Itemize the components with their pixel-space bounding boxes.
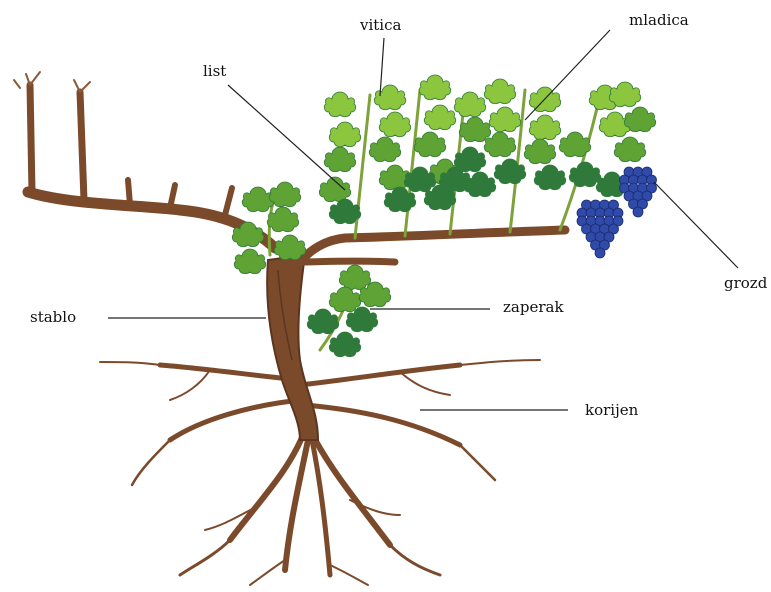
root-strand [250,560,285,585]
leaf-icon [329,122,360,147]
leaf-icon [329,199,360,224]
leaf-icon [419,75,450,100]
leaf-icon [269,182,300,207]
leaf-icon [324,92,355,117]
root-strand [170,400,302,440]
root-strand [100,362,160,365]
leaf-icon [339,265,370,290]
old-canes [14,72,275,248]
label-zaperak: zaperak [503,298,564,316]
root-strand [400,372,450,395]
trunk [267,255,318,440]
leaf-icon [529,115,560,140]
root-strand [460,445,495,480]
leaf-icon [534,165,565,190]
root-strand [330,565,368,585]
leaf-icon [524,139,555,164]
grape-cluster-icon [620,167,657,217]
leaf-icon [242,187,273,212]
root-strand [132,440,170,485]
grape-berry [633,207,643,217]
root-strand [390,545,440,575]
root-strand [305,405,460,445]
leaf-icon [484,79,515,104]
leaf-icon [609,82,640,107]
leaf-icon [489,107,520,132]
label-mladica: mladica [629,11,689,29]
leaf-icon [307,309,338,334]
leaf-icon [329,287,360,312]
leaf-icon [374,85,405,110]
leaf-icon [569,162,600,187]
label-korijen: korijen [585,401,639,419]
root-system [100,360,540,585]
root-strand [460,360,540,365]
leaf-icon [459,117,490,142]
label-list: list [203,62,226,80]
leaf-icon [379,112,410,137]
leaf-icon [324,147,355,172]
root-strand [180,540,230,575]
grape-cluster-icon [577,200,623,258]
leaf-icon [329,332,360,357]
leaf-icon [624,107,655,132]
root-strand [205,505,260,530]
leaf-icon [424,105,455,130]
label-grozd: grozd [724,274,768,292]
root-strand [170,370,210,400]
leaf-icon [274,235,305,260]
label-stablo: stablo [30,308,76,326]
leaf-icon [414,132,445,157]
leaf-icon [454,92,485,117]
leaf-icon [369,137,400,162]
leaf-icon [494,159,525,184]
root-strand [300,365,460,385]
grape-berry [595,248,605,258]
label-vitica: vitica [359,16,401,34]
leaf-icon [234,249,265,274]
leaf-icon [614,137,645,162]
leaf-icon [559,132,590,157]
cordon-arm [300,230,565,262]
shoot [405,90,420,236]
